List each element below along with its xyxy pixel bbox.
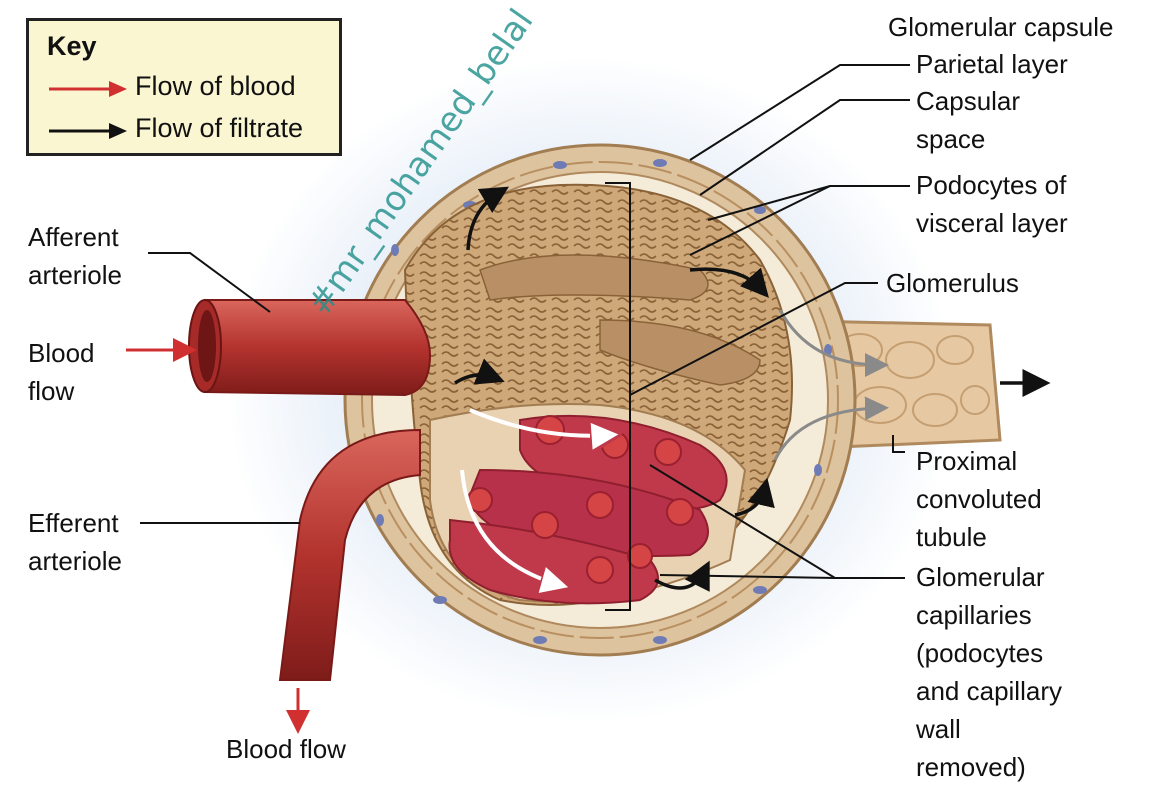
red-arrow-icon [49,81,127,97]
capillary-flow-arrows [460,408,610,585]
key-blood-row: Flow of blood [47,71,337,105]
black-arrow-icon [49,123,127,139]
key-filtrate-row: Flow of filtrate [47,113,337,147]
label-podocytes: Podocytes of visceral layer [916,170,1068,238]
label-efferent-arteriole: Efferent arteriole [28,508,122,576]
key-title: Key [47,31,97,61]
label-proximal-tubule: Proximal convoluted tubule [916,446,1042,552]
label-afferent-arteriole: Afferent arteriole [28,222,122,290]
label-blood-flow-in: Blood flow [28,338,95,406]
label-glomerular-capillaries: Glomerular capillaries (podocytes and ca… [916,562,1062,782]
label-glomerular-capsule: Glomerular capsule [888,12,1114,42]
blood-flow-arrows [126,338,310,734]
legend-key: Key Flow of blood Flow of filtrate [26,18,342,156]
label-capsular-space: Capsular space [916,86,1021,154]
leader-lines [140,64,910,611]
label-blood-flow-out: Blood flow [226,734,346,764]
glomerulus-tissue [403,183,793,606]
key-filtrate-label: Flow of filtrate [135,113,304,143]
glomerular-capillaries [448,414,728,605]
filtrate-exit-arrows [773,309,889,461]
afferent-arteriole [188,299,432,397]
key-blood-label: Flow of blood [135,71,296,101]
label-glomerulus: Glomerulus [886,268,1019,298]
efferent-arteriole [278,428,421,681]
label-parietal-layer: Parietal layer [916,49,1068,79]
